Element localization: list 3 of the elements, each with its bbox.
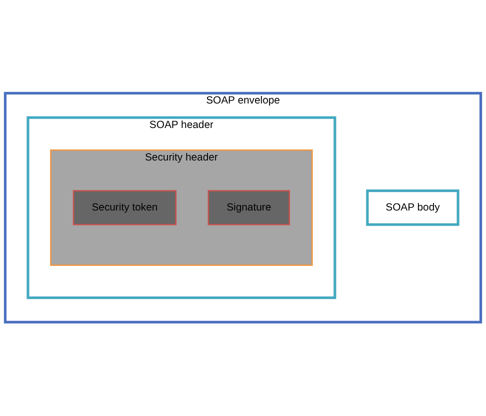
node-box: Signature: [208, 190, 290, 226]
node-box: SOAP body: [366, 190, 460, 226]
node-box: Security token: [72, 190, 177, 226]
